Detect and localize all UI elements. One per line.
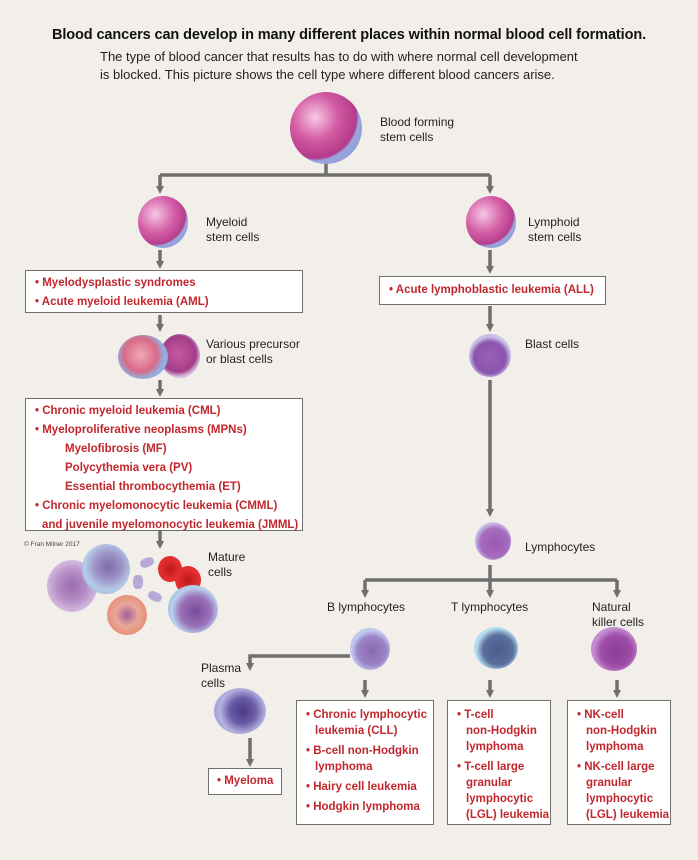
label-b-lymphocytes: B lymphocytes [327, 600, 406, 614]
cancer-item-continued: (LGL) leukemia [586, 809, 670, 821]
label-plasma-cells: Plasma cells [201, 661, 242, 690]
cancer-item-continued: lymphoma [586, 741, 644, 753]
plasma-cell-icon [214, 688, 266, 734]
label-myeloid-stem-cells: Myeloid stem cells [206, 215, 260, 244]
b-cell-cancers-box: • Chronic lymphocytic leukemia (CLL) • B… [296, 700, 434, 825]
subtitle-line: The type of blood cancer that results ha… [100, 49, 578, 64]
cancer-item: • B-cell non-Hodgkin [306, 745, 419, 757]
lymphocyte-icon [475, 522, 511, 560]
label-lymphoid-stem-cells: Lymphoid stem cells [528, 215, 582, 244]
diagram-subtitle: The type of blood cancer that results ha… [100, 48, 600, 84]
cancer-item: • NK-cell [577, 709, 624, 721]
cancer-item: • NK-cell large [577, 761, 655, 773]
cancer-item-continued: granular [466, 777, 513, 789]
cancer-item: • Myeloma [217, 775, 274, 787]
myeloid-cancers-box: • Myelodysplastic syndromes • Acute myel… [25, 270, 303, 313]
cancer-item: • Hairy cell leukemia [306, 781, 417, 793]
lymphoid-stem-cell-icon [466, 196, 516, 248]
cancer-subitem: Myelofibrosis (MF) [65, 443, 167, 455]
cancer-item: • Myeloproliferative neoplasms (MPNs) [35, 424, 247, 436]
label-mature-cells: Mature cells [208, 550, 246, 579]
label-lymphocytes: Lymphocytes [525, 540, 596, 554]
stem-cell-icon [290, 92, 362, 164]
cancer-item-continued: lymphocytic [586, 793, 654, 805]
t-lymphocyte-icon [474, 627, 518, 669]
cancer-item: • Myelodysplastic syndromes [35, 277, 196, 289]
nk-cell-icon [591, 627, 637, 671]
cancer-item-continued: non-Hodgkin [466, 725, 537, 737]
cancer-item-continued: lymphocytic [466, 793, 534, 805]
connector-stem-split [160, 162, 490, 177]
cancer-item: • Acute myeloid leukemia (AML) [35, 296, 209, 308]
cancer-item: • Hodgkin lymphoma [306, 801, 420, 813]
cancer-item: • Chronic lymphocytic [306, 709, 427, 721]
cancer-item: • Chronic myeloid leukemia (CML) [35, 405, 221, 417]
label-stem-cells: Blood forming stem cells [380, 115, 455, 144]
cancer-item: • Chronic myelomonocytic leukemia (CMML) [35, 500, 278, 512]
nk-cell-cancers-box: • NK-cell non-Hodgkin lymphoma • NK-cell… [567, 700, 671, 825]
lymphoid-cancers-box: • Acute lymphoblastic leukemia (ALL) [379, 276, 606, 305]
blast-cell-icon [469, 334, 511, 377]
cancer-item-continued: non-Hodgkin [586, 725, 657, 737]
cancer-item: • T-cell [457, 709, 494, 721]
cancer-item: • T-cell large [457, 761, 525, 773]
myeloid-stem-cell-icon [138, 196, 188, 248]
label-blast-cells: Blast cells [525, 337, 580, 351]
cancer-item: • Acute lymphoblastic leukemia (ALL) [389, 284, 594, 296]
connector-lymph-split [365, 565, 617, 582]
cancer-item-continued: lymphoma [315, 761, 373, 773]
cancer-item-continued: and juvenile myelomonocytic leukemia (JM… [42, 519, 299, 531]
diagram-title: Blood cancers can develop in many differ… [51, 27, 647, 43]
label-precursor-cells: Various precursor or blast cells [206, 337, 300, 366]
label-nk-cells: Natural killer cells [592, 600, 645, 629]
cancer-item-continued: granular [586, 777, 633, 789]
t-cell-cancers-box: • T-cell non-Hodgkin lymphoma • T-cell l… [447, 700, 551, 825]
cancer-item-continued: (LGL) leukemia [466, 809, 550, 821]
precursor-cancers-box: • Chronic myeloid leukemia (CML) • Myelo… [25, 398, 303, 531]
cancer-subitem: Polycythemia vera (PV) [65, 462, 193, 474]
connector-b-plasma [246, 654, 350, 671]
subtitle-line: is blocked. This picture shows the cell … [100, 67, 555, 82]
label-t-lymphocytes: T lymphocytes [451, 600, 529, 614]
cancer-item-continued: leukemia (CLL) [315, 725, 398, 737]
cancer-item-continued: lymphoma [466, 741, 524, 753]
plasma-cancers-box: • Myeloma [208, 768, 282, 795]
b-lymphocyte-icon [350, 628, 390, 670]
cancer-subitem: Essential thrombocythemia (ET) [65, 481, 241, 493]
copyright: © Fran Milner 2017 [24, 541, 80, 548]
